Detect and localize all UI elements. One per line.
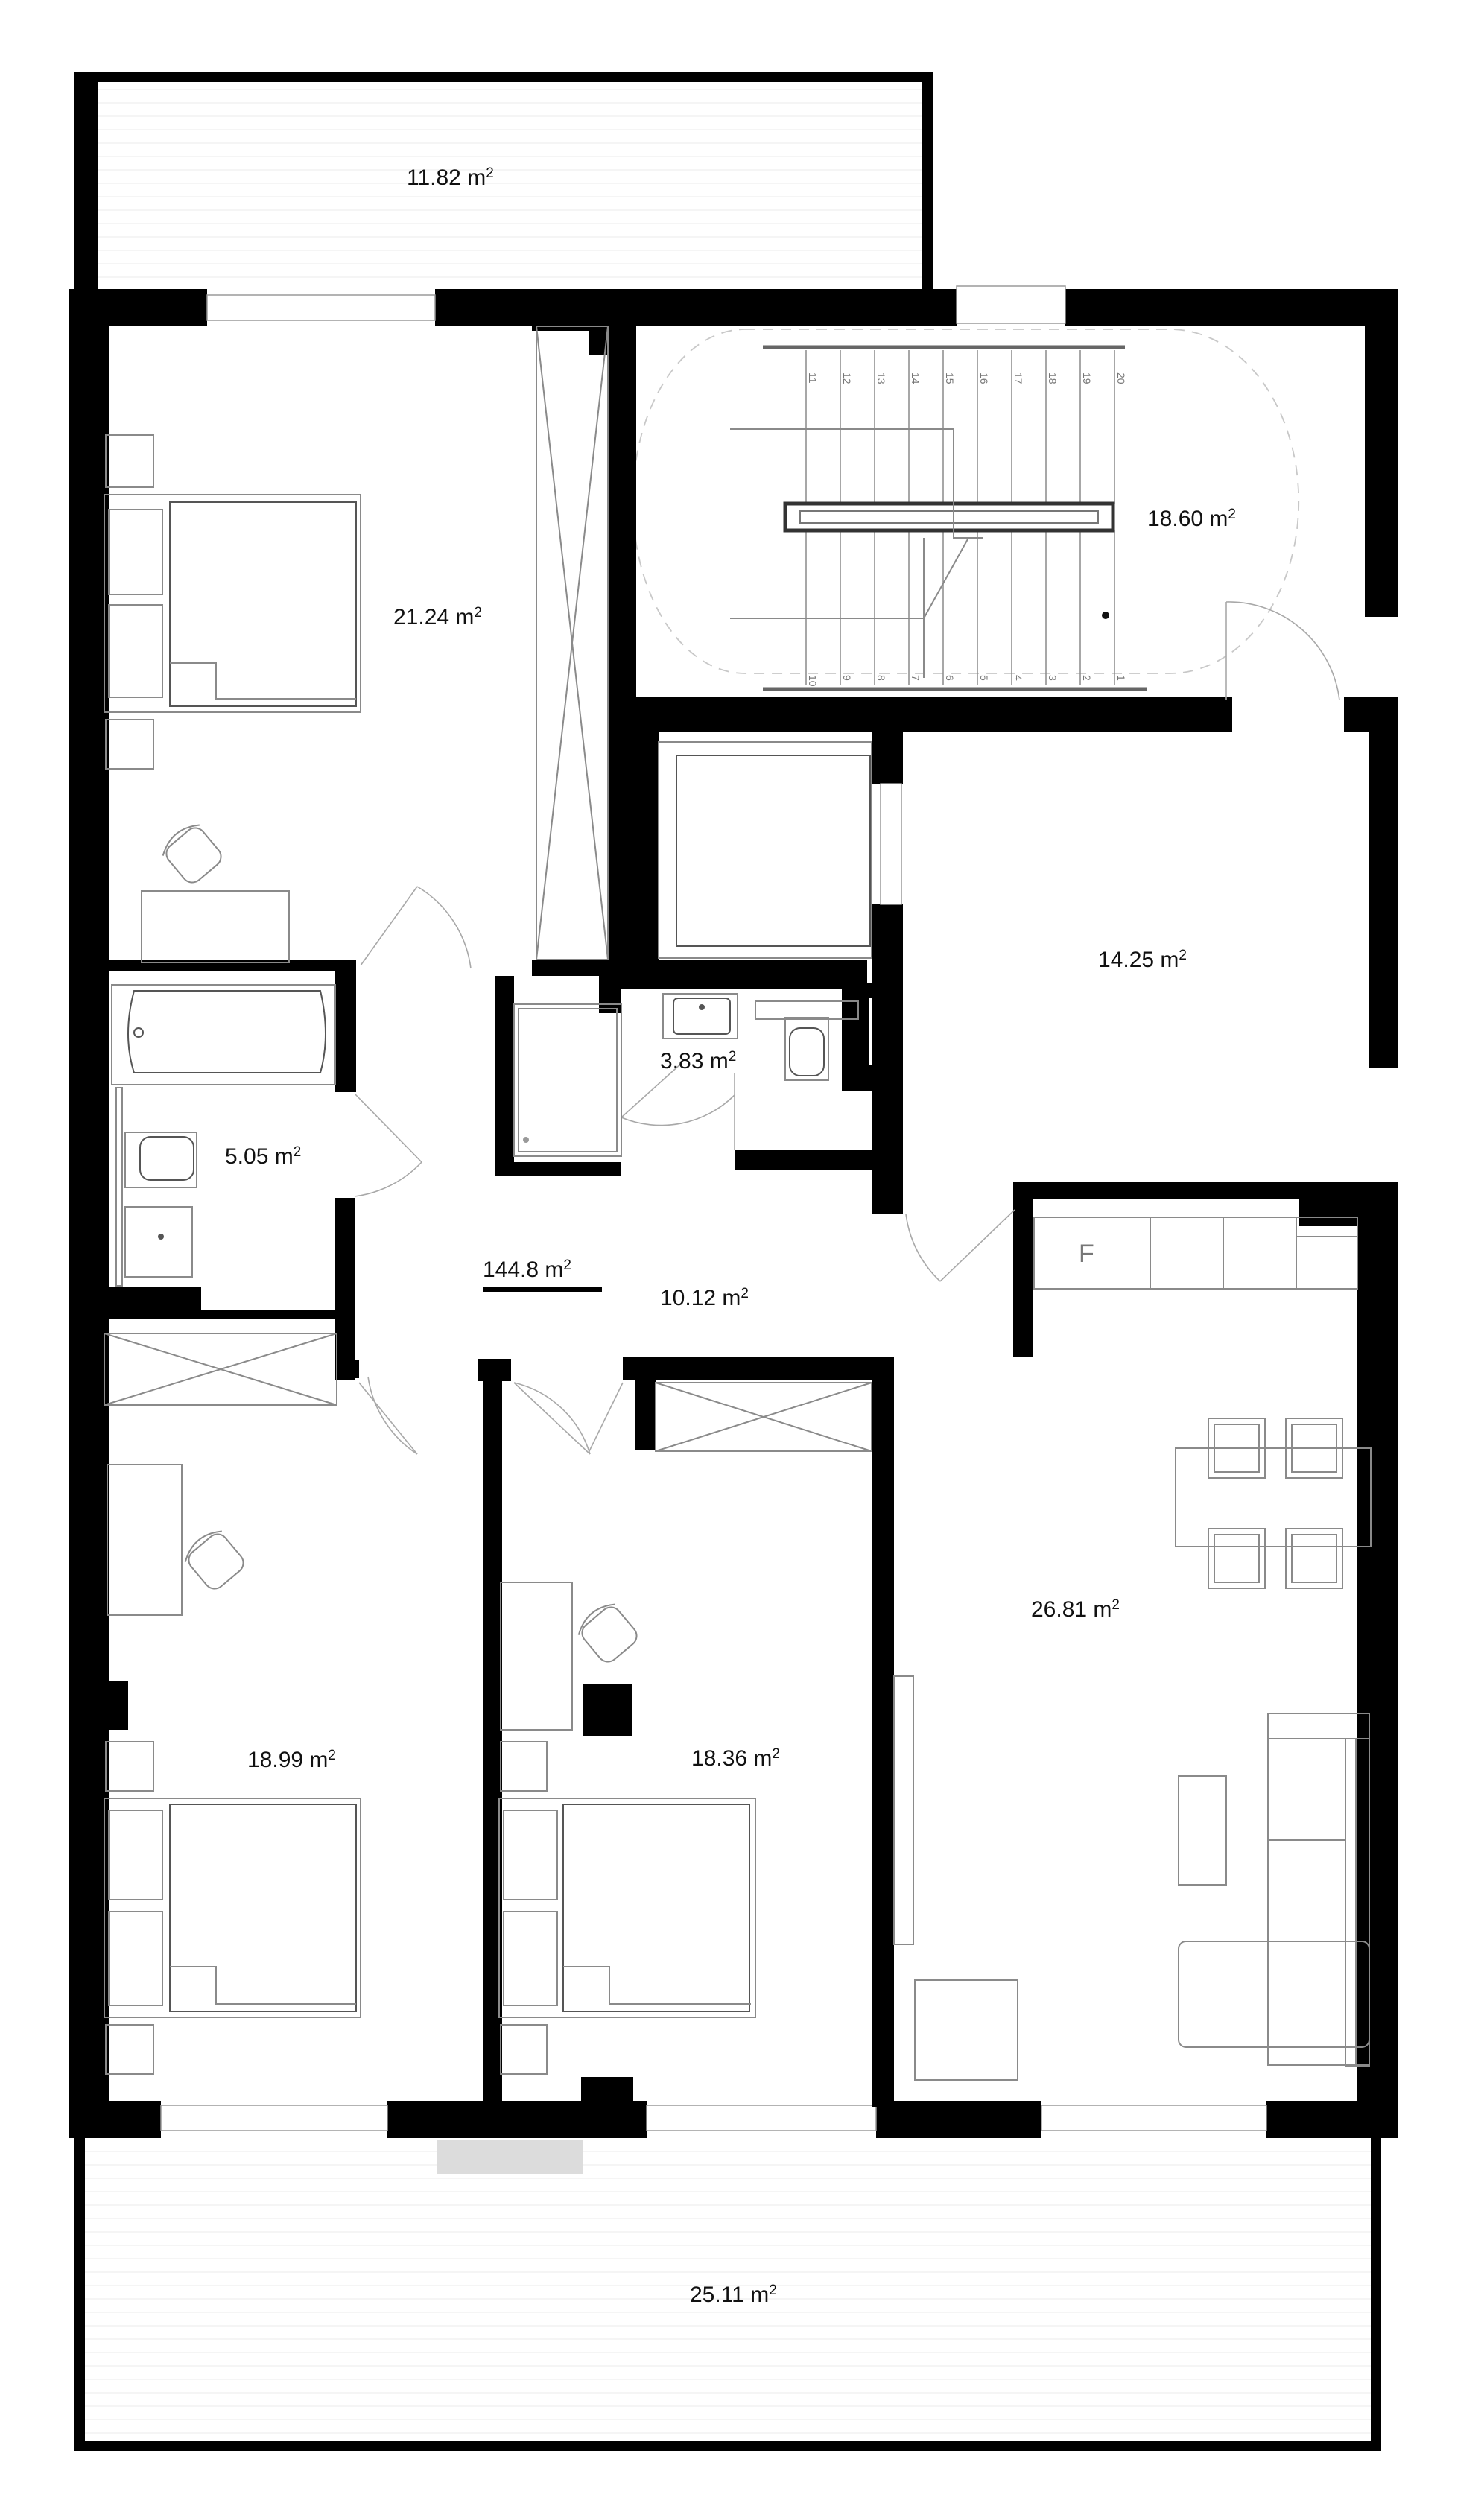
fridge-label: F: [1079, 1240, 1094, 1268]
area-label-bathroom: 5.05 m2: [225, 1144, 301, 1169]
walls: [69, 285, 1398, 2138]
stair-number: 7: [910, 675, 922, 681]
stair-number: 6: [944, 675, 956, 681]
area-label-wc: 3.83 m2: [660, 1049, 736, 1073]
total-area-underline: [483, 1287, 602, 1292]
stair-numbers: 11 10 12 9 13 8 14 7 15 6 16 5 17 4 18 3 19 2 20 1: [807, 372, 1127, 687]
stair-number: 10: [807, 675, 819, 687]
area-label-bedroom-3: 18.36 m2: [691, 1746, 780, 1771]
stair-number: 12: [841, 372, 853, 384]
stair-number: 18: [1047, 372, 1059, 384]
stair-number: 13: [875, 372, 887, 384]
staircase: [632, 329, 1300, 691]
area-labels: 11.82 m2 21.24 m2 18.60 m2 14.25 m2 3.83…: [225, 165, 1236, 2307]
stair-number: 11: [807, 372, 819, 384]
stair-number: 20: [1115, 372, 1127, 384]
area-label-bedroom-2: 18.99 m2: [247, 1748, 336, 1772]
stair-number: 19: [1081, 372, 1093, 384]
stair-number: 17: [1012, 372, 1024, 384]
furniture: [104, 326, 1372, 2081]
area-label-hall-east: 14.25 m2: [1098, 948, 1187, 972]
stair-number: 4: [1012, 675, 1024, 681]
area-label-living-room: 26.81 m2: [1031, 1597, 1120, 1622]
stair-number: 15: [944, 372, 956, 384]
area-label-balcony-top: 11.82 m2: [407, 165, 494, 190]
balcony-top: [74, 72, 933, 292]
stair-number: 16: [978, 372, 990, 384]
area-label-staircase: 18.60 m2: [1147, 507, 1236, 531]
step-pad: [437, 2140, 583, 2174]
area-label-bedroom-1: 21.24 m2: [393, 605, 482, 629]
stair-number: 2: [1081, 675, 1093, 681]
stair-number: 9: [841, 675, 853, 681]
balcony-bottom: [74, 2137, 1383, 2451]
stair-number: 1: [1115, 675, 1127, 681]
stair-number: 5: [978, 675, 990, 681]
area-label-balcony-bottom: 25.11 m2: [690, 2283, 777, 2307]
stair-number: 14: [910, 372, 922, 384]
doors: [354, 601, 1340, 1455]
total-area-label: 144.8 m2: [483, 1258, 571, 1282]
area-label-corridor: 10.12 m2: [660, 1286, 749, 1310]
stair-number: 3: [1047, 675, 1059, 681]
stair-number: 8: [875, 675, 887, 681]
